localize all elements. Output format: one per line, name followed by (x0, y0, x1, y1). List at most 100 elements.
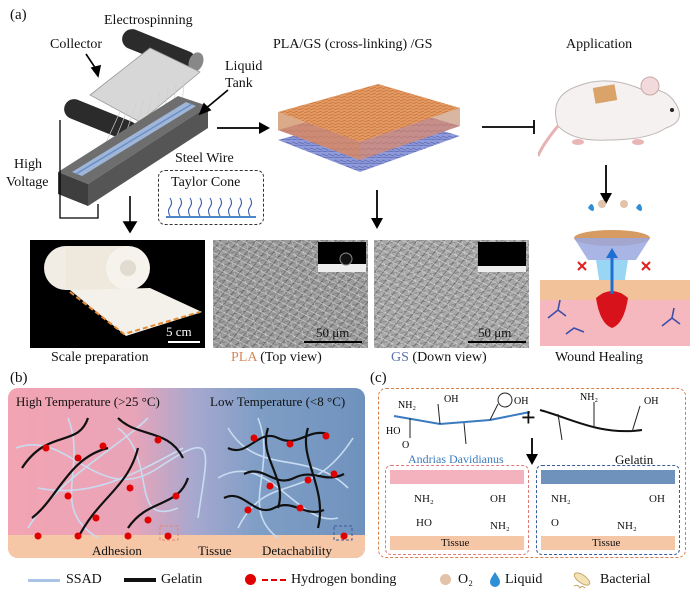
membrane-layers-illustration (278, 84, 460, 172)
adhesion-detail-oh: OH (490, 493, 506, 505)
panel-b-diagram (8, 388, 365, 558)
legend: SSAD Gelatin Hydrogen bonding O₂ Liquid … (0, 566, 695, 594)
detachability-detail-box: Tissue NH₂ OH O NH₂ (536, 465, 680, 555)
andrias-backbone (393, 411, 531, 426)
pla-scale-label: 50 μm (316, 325, 350, 340)
panel-c-phenol-oh: OH (514, 396, 528, 407)
detach-detail-oh: OH (649, 493, 665, 505)
steel-wire-label: Steel Wire (175, 151, 234, 166)
wound-healing-illustration (540, 200, 690, 346)
high-temp-label: High Temperature (>25 °C) (16, 394, 160, 409)
hydrogen-bond-dots (34, 432, 348, 540)
hbond-legend-label: Hydrogen bonding (291, 572, 397, 587)
adhesion-zoom-box (159, 525, 179, 541)
adhesion-detail-ho: HO (416, 517, 432, 529)
o2-legend-icon (440, 574, 451, 585)
taylor-cone-illustration (166, 197, 256, 218)
panel-b-network (15, 417, 354, 541)
gelatin-legend-line (124, 578, 156, 582)
detach-detail-tissue-nh2: NH₂ (617, 520, 637, 532)
electrospinning-apparatus-illustration (58, 29, 229, 234)
detach-detail-nh2: NH₂ (551, 493, 571, 505)
scale-preparation-caption: Scale preparation (51, 350, 149, 365)
adhesion-detail-box: Tissue NH₂ OH HO NH₂ (385, 465, 529, 555)
panel-c-frame (378, 388, 686, 558)
liquid-legend-label: Liquid (505, 572, 543, 587)
panel-a-label: (a) (10, 7, 27, 23)
o2-bubble-icon (620, 200, 628, 208)
tissue-label: Tissue (198, 543, 232, 558)
liquid-tank-arrow-head (198, 102, 212, 116)
pla-caption-colored: PLA (231, 350, 257, 365)
gelatin-legend-label: Gelatin (161, 572, 203, 587)
tissue-right-label: Tissue (592, 537, 621, 549)
liquid-tank (58, 96, 208, 206)
application-title: Application (566, 37, 633, 52)
gs-caption: GS (Down view) (391, 351, 487, 365)
scale-bar-label: 5 cm (166, 324, 192, 339)
gs-scale-label: 50 μm (478, 325, 512, 340)
panel-c-label: (c) (370, 370, 387, 386)
adhesion-detail-tissue-nh2: NH₂ (490, 520, 510, 532)
arrow-to-gs-sem (371, 190, 383, 229)
andrias-label: Andrias Davidianus (408, 452, 504, 466)
pla-caption: PLA (Top view) (231, 351, 322, 365)
high-voltage-wire (59, 120, 99, 219)
high-voltage-label-line2: Voltage (6, 175, 49, 190)
panel-c-andrias-o: O (402, 440, 409, 451)
liquid-drop-icon (636, 204, 642, 211)
patch-on-mouse (592, 84, 618, 104)
taylor-cone-callout (158, 170, 264, 225)
plus-sign: + (521, 403, 536, 432)
bacterial-legend-icon (573, 572, 591, 589)
wound-healing-caption: Wound Healing (555, 350, 643, 365)
roll-illustration (44, 246, 202, 336)
blocked-bacteria-icon (641, 261, 651, 271)
gs-scale-bar (468, 341, 526, 343)
arrow-mouse-to-wound (600, 165, 612, 204)
gs-contact-angle-inset (478, 242, 526, 272)
o2-bubble-icon (598, 200, 606, 208)
panel-c-andrias-oh: OH (444, 394, 458, 405)
liquid-tank-arrow (203, 89, 229, 111)
gs-caption-rest: (Down view) (408, 350, 487, 365)
gs-caption-colored: GS (391, 350, 409, 365)
pla-caption-rest: (Top view) (256, 350, 322, 365)
electrospinning-title: Electrospinning (104, 13, 193, 28)
pla-top-layer (278, 84, 460, 142)
membrane-title: PLA/GS (cross-linking) /GS (273, 37, 433, 52)
ssad-legend-line (28, 579, 60, 582)
liquid-drop-icon (588, 204, 594, 211)
o2-legend-label: O₂ (458, 572, 473, 587)
panel-c-gelatin-nh2: NH₂ (580, 392, 598, 403)
panel-c-molecules: NH₂ OH O HO OH NH₂ OH (386, 392, 658, 451)
tissue-strip (8, 535, 365, 558)
mouse-illustration (538, 76, 680, 157)
hbond-legend-dash (262, 579, 286, 581)
collector-arrow-head (90, 64, 102, 78)
high-voltage-label-line1: High (14, 157, 42, 172)
collector-sheet (89, 47, 201, 123)
panel-b-label: (b) (10, 370, 28, 386)
liquid-legend-icon (490, 572, 500, 587)
panel-c-andrias-nh2: NH₂ (398, 400, 416, 411)
blocked-bacteria-icon (577, 261, 587, 271)
transfer-arrow (482, 120, 535, 134)
detachability-label: Detachability (262, 543, 333, 558)
gelatin-strands (21, 417, 345, 539)
bacterial-legend-label: Bacterial (600, 572, 651, 587)
liquid-tank-label-line2: Tank (225, 76, 253, 91)
scale-preparation-photo (30, 240, 205, 348)
detach-zoom-box (333, 525, 353, 541)
ssad-legend-label: SSAD (66, 572, 102, 587)
hbond-legend-dot (245, 574, 256, 585)
panel-c-gelatin-oh: OH (644, 396, 658, 407)
scale-bar (168, 341, 200, 343)
gelatin-label: Gelatin (615, 452, 654, 467)
low-temp-label: Low Temperature (<8 °C) (210, 394, 346, 409)
pla-scale-bar (304, 341, 362, 343)
detach-detail-o: O (551, 517, 559, 529)
adhesion-detail-nh2: NH₂ (414, 493, 434, 505)
panel-c-andrias-ho: HO (386, 426, 400, 437)
adhesion-label: Adhesion (92, 543, 142, 558)
